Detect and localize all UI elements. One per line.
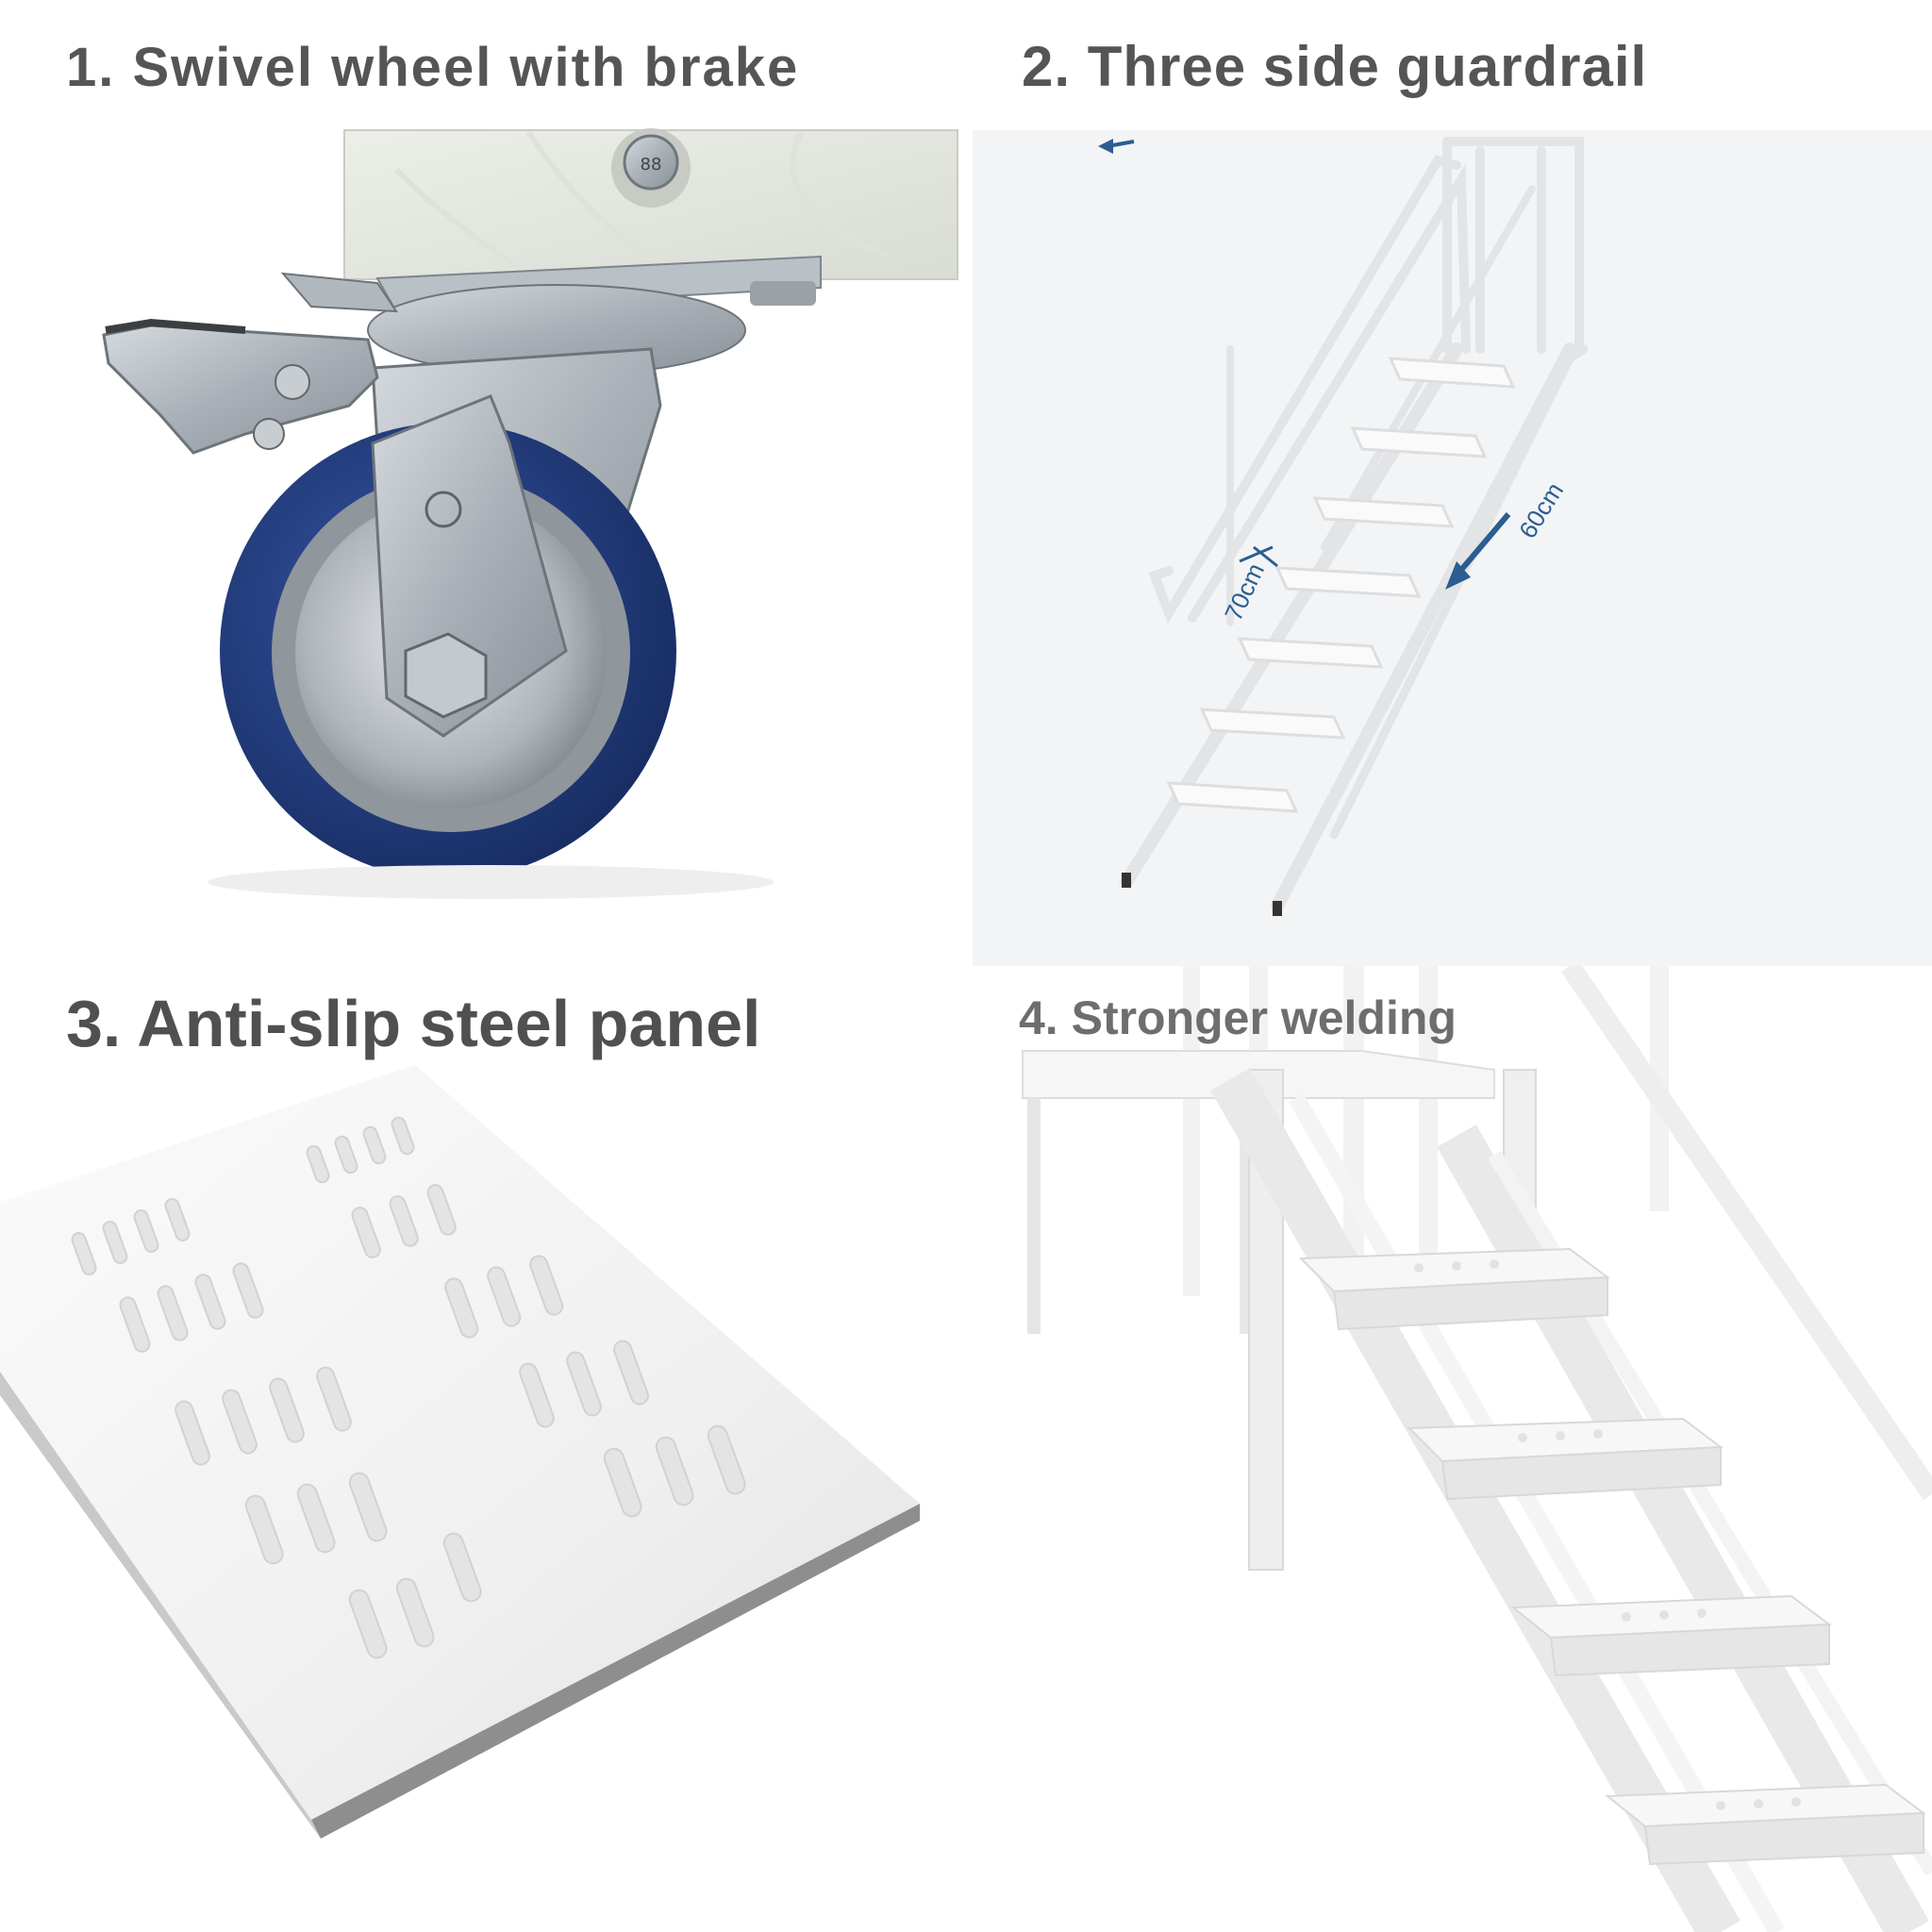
welding-panel: 4. Stronger welding — [966, 966, 1932, 1932]
guardrail-ladder-illustration — [973, 130, 1932, 966]
swivel-wheel-illustration: 88 — [102, 128, 958, 899]
caption-swivel-wheel: 1. Swivel wheel with brake — [66, 37, 800, 98]
steel-panel-panel: 3. Anti-slip steel panel — [0, 966, 966, 1932]
caption-welding: 4. Stronger welding — [1019, 991, 1457, 1044]
caption-anti-slip: 3. Anti-slip steel panel — [66, 987, 761, 1060]
guardrail-panel: 70cm 60cm 2. Three side guardrail — [966, 0, 1932, 966]
svg-text:88: 88 — [641, 155, 662, 175]
caption-guardrail: 2. Three side guardrail — [1022, 35, 1648, 98]
anti-slip-plate-illustration — [0, 1065, 920, 1839]
welded-steps-illustration — [966, 966, 1932, 1932]
wheel-panel: 88 1. Swivel wheel with brake — [0, 0, 966, 966]
